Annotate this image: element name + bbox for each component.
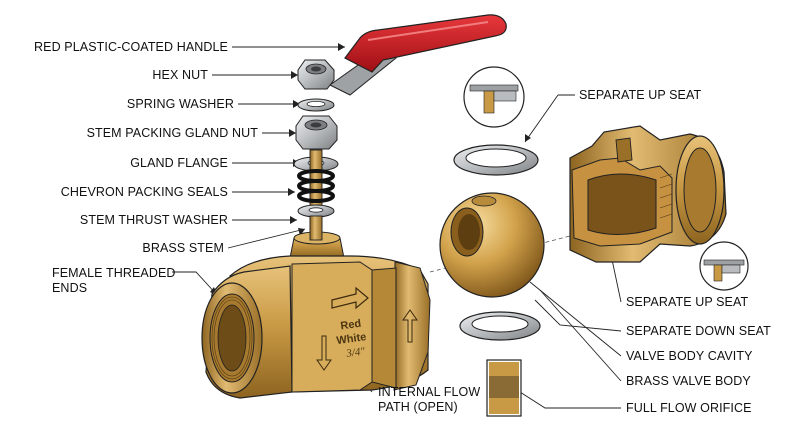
seat-detail-inset-top: [463, 66, 525, 128]
brand-engraving-white: White: [336, 331, 367, 347]
body-engraving: Red White 3/4": [336, 318, 367, 360]
label-hex-nut: HEX NUT: [152, 68, 208, 82]
stem-thrust-washer: [297, 204, 335, 218]
brass-ball: [439, 192, 545, 298]
red-handle: [329, 14, 507, 96]
gland-nut: [295, 115, 338, 150]
separate-up-seat-ring: [453, 144, 539, 176]
chevron-packing-seals: [297, 169, 335, 203]
label-threaded-ends-line1: FEMALE THREADED: [52, 266, 176, 280]
label-up-seat-top: SEPARATE UP SEAT: [579, 88, 702, 102]
hex-nut: [297, 59, 335, 90]
assembled-valve-body: [201, 215, 431, 399]
label-chevron-packing: CHEVRON PACKING SEALS: [60, 185, 228, 199]
brand-engraving-red: Red: [340, 318, 362, 333]
label-threaded-ends-line2: ENDS: [52, 281, 88, 295]
label-spring-washer: SPRING WASHER: [126, 97, 234, 111]
label-thrust-washer: STEM THRUST WASHER: [79, 213, 228, 227]
label-flow-path-line2: PATH (OPEN): [378, 400, 458, 414]
label-flow-path-line1: INTERNAL FLOW: [378, 385, 481, 399]
separate-down-seat-ring: [459, 311, 541, 341]
label-body-cavity: VALVE BODY CAVITY: [626, 349, 753, 363]
seat-detail-inset-right: [699, 241, 749, 291]
label-handle: RED PLASTIC-COATED HANDLE: [34, 40, 228, 54]
label-up-seat: SEPARATE UP SEAT: [626, 295, 749, 309]
spring-washer: [297, 98, 335, 112]
orifice-detail-inset: [486, 359, 522, 417]
label-brass-stem: BRASS STEM: [142, 241, 224, 255]
label-full-flow-orifice: FULL FLOW ORIFICE: [626, 401, 752, 415]
cutaway-valve-body: [569, 125, 727, 263]
label-down-seat: SEPARATE DOWN SEAT: [626, 324, 771, 338]
label-brass-body: BRASS VALVE BODY: [626, 374, 751, 388]
label-gland-nut: STEM PACKING GLAND NUT: [86, 126, 258, 140]
size-engraving: 3/4": [345, 345, 367, 360]
label-gland-flange: GLAND FLANGE: [130, 156, 228, 170]
